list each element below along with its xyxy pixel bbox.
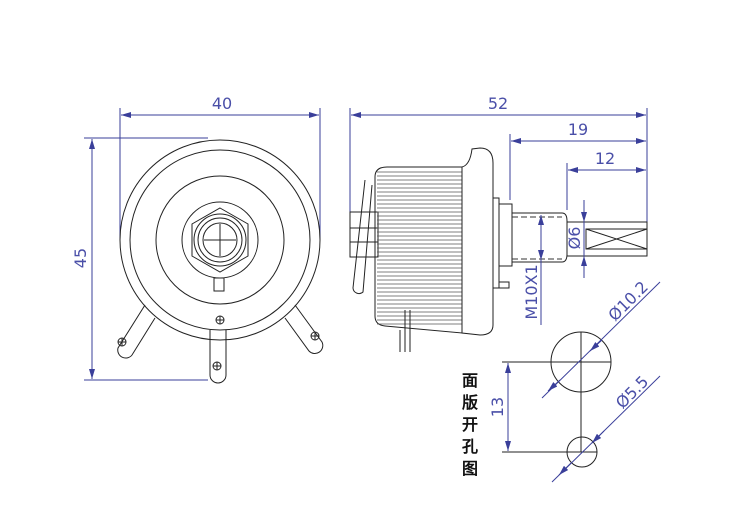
small-hole-dimension: Ø5.5 [612,372,652,412]
svg-text:图: 图 [462,459,478,478]
shaft-length-dimension: 19 [568,120,588,139]
side-view: 52 19 12 M10X1 Ø6 [349,94,648,352]
overall-length-dimension: 52 [488,94,508,113]
svg-text:版: 版 [461,393,478,412]
flat-length-dimension: 12 [595,149,615,168]
width-dimension: 40 [212,94,232,113]
svg-text:开: 开 [462,415,478,434]
shaft-diameter-dimension: Ø6 [565,227,584,250]
svg-text:面: 面 [462,371,478,390]
height-dimension: 45 [71,248,90,268]
svg-text:孔: 孔 [462,437,478,456]
large-hole-dimension: Ø10.2 [604,277,652,325]
body-ribs [377,171,462,325]
panel-cutout-title: 面 版 开 孔 图 [461,371,478,478]
spacing-dimension: 13 [488,397,507,417]
front-view: 40 45 [71,94,324,384]
thread-dimension: M10X1 [522,264,541,319]
panel-cutout: 13 Ø10.2 Ø5.5 面 版 开 孔 图 [461,277,661,483]
